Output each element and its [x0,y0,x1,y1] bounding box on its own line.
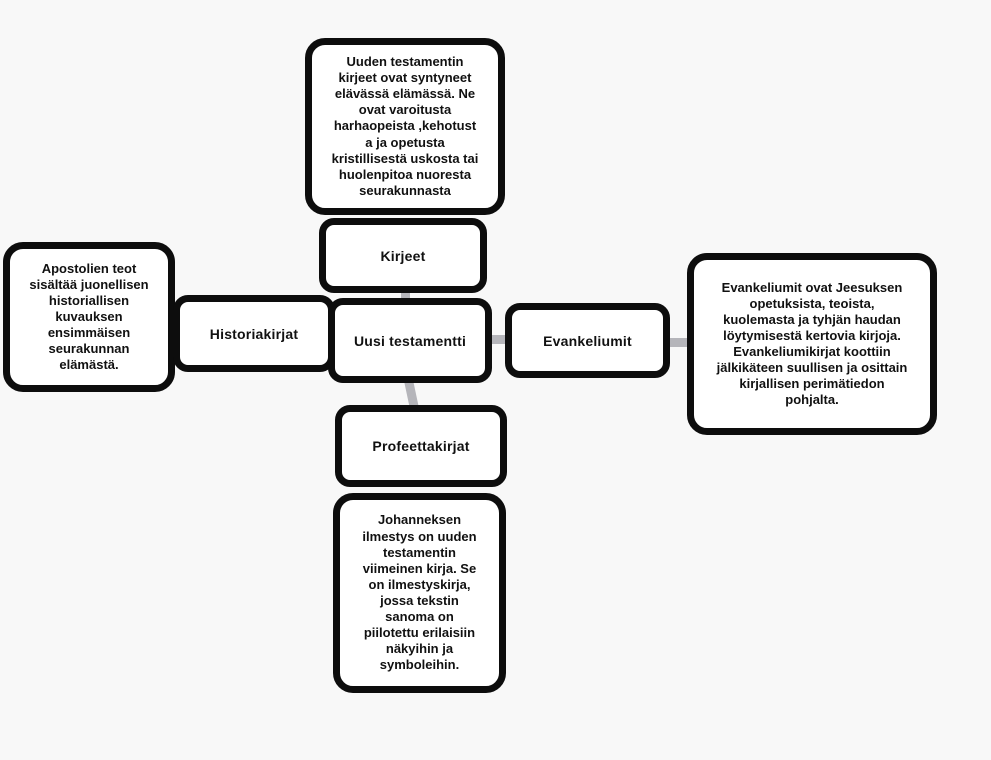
connector-evankeliumit-note [668,338,689,347]
connector-root-evankeliumit [489,335,507,344]
note-historiakirjat-text: Apostolien teot sisältää juonellisen his… [29,260,149,373]
node-evankeliumit-label: Evankeliumit [543,332,632,349]
node-profeettakirjat[interactable]: Profeettakirjat [335,405,507,487]
note-kirjeet-text: Uuden testamentin kirjeet ovat syntyneet… [331,54,479,198]
note-evankeliumit-description[interactable]: Evankeliumit ovat Jeesuksen opetuksista,… [687,253,937,435]
node-historiakirjat-label: Historiakirjat [209,325,299,342]
node-uusi-testamentti-label: Uusi testamentti [353,332,467,349]
note-historiakirjat-description[interactable]: Apostolien teot sisältää juonellisen his… [3,242,175,392]
connector-kirjeet-root [401,288,410,304]
node-kirjeet-label: Kirjeet [380,247,426,264]
note-profeettakirjat-description[interactable]: Johanneksen ilmestys on uuden testamenti… [333,493,506,693]
note-evankeliumit-text: Evankeliumit ovat Jeesuksen opetuksista,… [716,279,908,408]
note-profeettakirjat-text: Johanneksen ilmestys on uuden testamenti… [362,512,477,673]
node-uusi-testamentti[interactable]: Uusi testamentti [328,298,492,383]
node-profeettakirjat-label: Profeettakirjat [372,438,470,454]
node-kirjeet[interactable]: Kirjeet [319,218,487,293]
node-evankeliumit[interactable]: Evankeliumit [505,303,670,378]
note-kirjeet-description[interactable]: Uuden testamentin kirjeet ovat syntyneet… [305,38,505,215]
node-historiakirjat[interactable]: Historiakirjat [173,295,335,372]
